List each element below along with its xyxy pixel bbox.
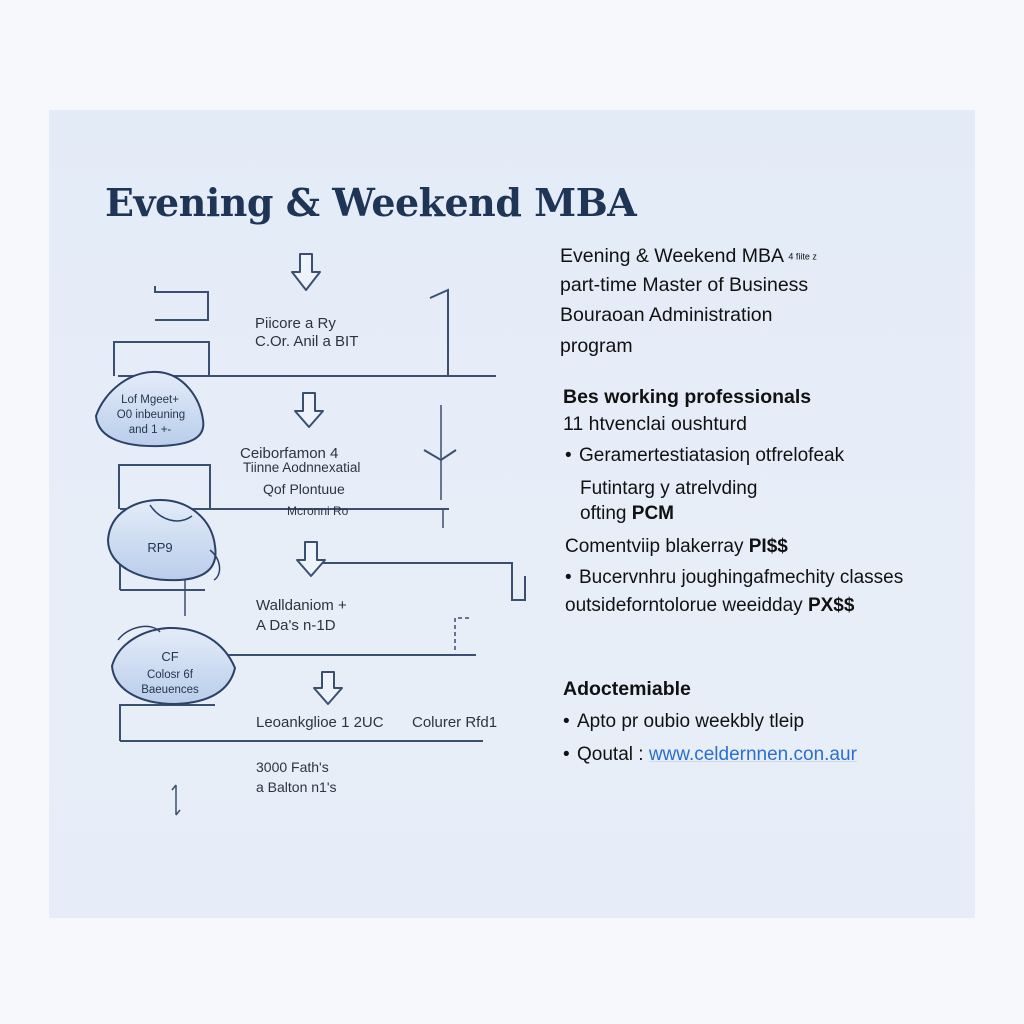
- intro-line: program: [560, 335, 633, 357]
- step-label: C.Or. Anil a BIT: [255, 333, 359, 350]
- step-label: Tiinne Aodnnexatial: [243, 460, 361, 475]
- intro-line: part-time Master of Business: [560, 274, 809, 296]
- list-item: outsideforntolorue weeidday PX$$: [565, 595, 855, 616]
- blob-label: Baeuences: [141, 684, 199, 696]
- blob-shape: [106, 498, 217, 582]
- step-box: [154, 286, 209, 321]
- blob-shape: [110, 626, 237, 706]
- blob-label: and 1 +-: [128, 424, 172, 436]
- step-box: [118, 464, 211, 509]
- intro-small-note: 4 fiite z: [788, 251, 817, 262]
- section-subheading: 11 htvenclai oushturd: [563, 413, 747, 435]
- step-label: Colurer Rfd1: [412, 714, 498, 731]
- connector-line: [429, 288, 449, 376]
- list-item: •Geramertestiatasioη otfrelofeak: [565, 445, 845, 466]
- step-label: a Balton n1's: [256, 779, 337, 795]
- connector-line: [316, 562, 526, 601]
- blob-label: RP9: [147, 540, 173, 555]
- blob-label: CF: [161, 649, 179, 664]
- list-item: •Bucervnhru joughingafmechity classes: [565, 567, 904, 588]
- step-box: [119, 704, 215, 741]
- blob-label: Colosr 6f: [146, 669, 194, 681]
- page-title: Evening & Weekend MBA: [105, 180, 637, 225]
- step-label: Walldaniom +: [256, 597, 347, 614]
- blob-shape: [94, 370, 205, 448]
- down-arrow-icon: [313, 671, 343, 705]
- intro-line: Bouraoan Administration: [560, 304, 773, 326]
- list-item: Futintarg y atrelvding: [580, 478, 758, 499]
- section-heading: Adoctemiable: [563, 678, 691, 700]
- down-arrow-icon: [296, 541, 326, 577]
- blob-label: O0 inbeuning: [116, 409, 186, 421]
- list-item: Comentviip blakerray PI$$: [565, 536, 788, 557]
- step-box: [113, 341, 210, 376]
- step-label: Qof Plontuue: [263, 481, 345, 497]
- intro-line: Evening & Weekend MBA 4 fiite z: [560, 245, 817, 267]
- info-card: [49, 110, 975, 918]
- list-item: ofting PCM: [580, 503, 674, 524]
- list-item: •Qoutal : www.celdernnen.con.aur: [563, 744, 857, 765]
- step-label: Ceiborfamon 4: [240, 445, 339, 462]
- step-label: Mcronni Ro: [287, 504, 349, 518]
- step-label: A Da's n-1D: [256, 617, 336, 634]
- list-item: •Apto pr oubio weekbly tleip: [563, 711, 805, 732]
- down-arrow-icon: [294, 392, 324, 428]
- connector-line: [423, 449, 457, 462]
- step-label: Piicore a Ry: [255, 315, 336, 332]
- website-link[interactable]: www.celdernnen.con.aur: [648, 744, 857, 765]
- step-label: 3000 Fath's: [256, 759, 329, 775]
- connector-line: [171, 784, 177, 791]
- down-arrow-icon: [291, 253, 321, 291]
- connector-line: [454, 617, 472, 650]
- step-label: Leoankglioe 1 2UC: [256, 714, 384, 731]
- section-heading: Bes working professionals: [563, 386, 812, 408]
- connector-line: [175, 809, 181, 816]
- blob-label: Lof Mgeet+: [121, 394, 179, 406]
